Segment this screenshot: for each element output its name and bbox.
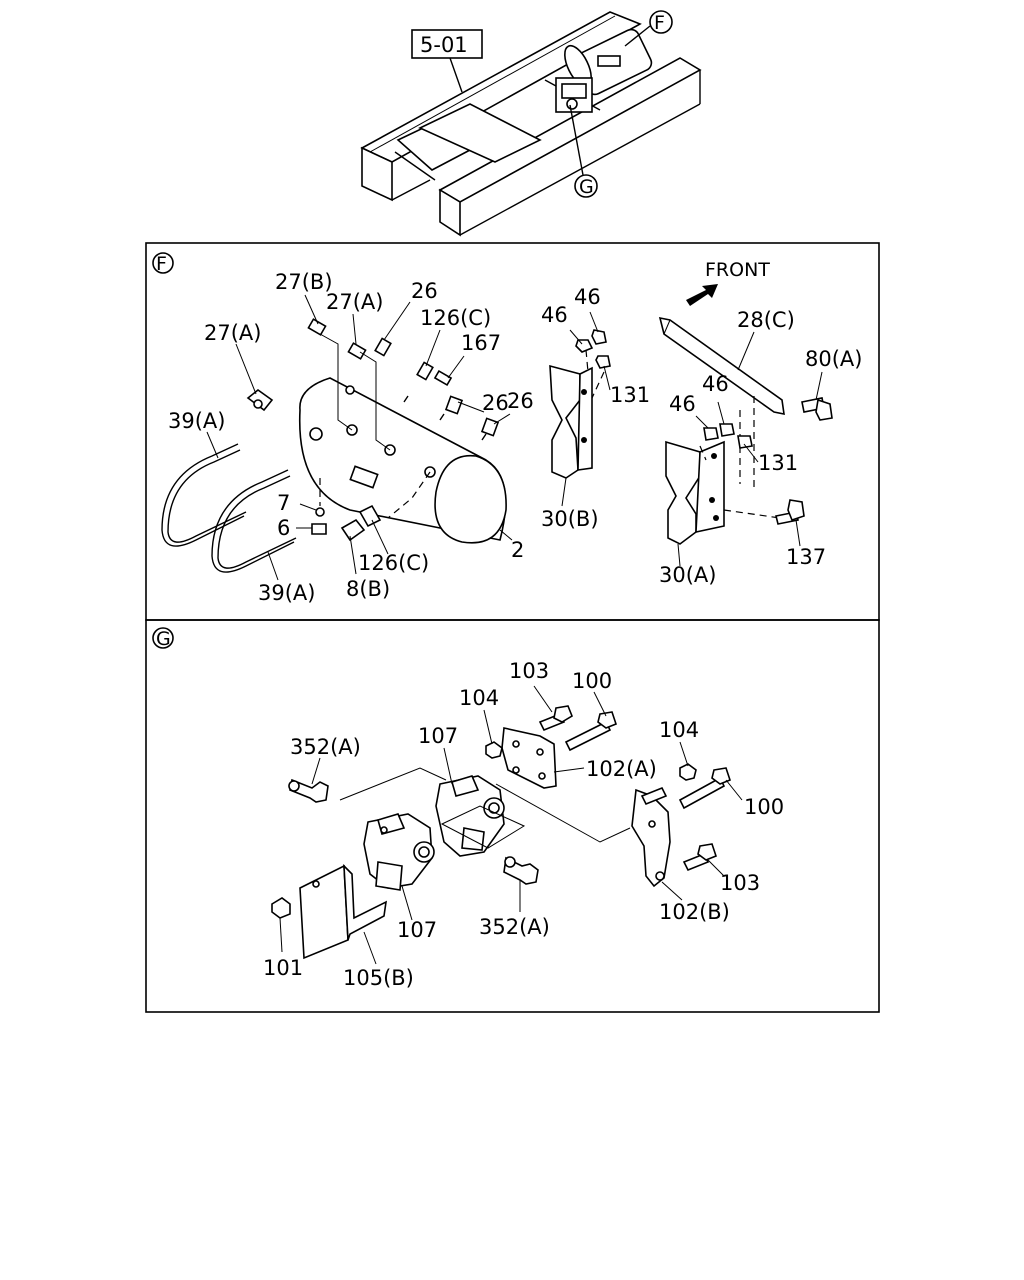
callout-g-label: G — [579, 176, 594, 198]
tank-fittings — [246, 318, 500, 542]
fasteners-g — [271, 705, 731, 919]
label-352a-bottom: 352(A) — [479, 915, 550, 939]
label-8b: 8(B) — [346, 577, 390, 601]
label-102a: 102(A) — [586, 757, 657, 781]
label-30b: 30(B) — [541, 507, 599, 531]
crossmembers — [394, 79, 601, 181]
label-26-mid: 26 — [482, 391, 509, 415]
front-label: FRONT — [705, 259, 770, 281]
plate-102a — [501, 727, 557, 789]
leader-lines-f — [206, 294, 823, 581]
fitting-352a-upper — [288, 778, 329, 803]
label-101: 101 — [263, 956, 303, 980]
panel-f: F — [145, 242, 880, 621]
label-27b: 27(B) — [275, 270, 333, 294]
air-tank — [298, 377, 507, 544]
panel-g-tag: G — [156, 628, 171, 650]
label-126c-bottom: 126(C) — [358, 551, 429, 575]
label-6: 6 — [277, 516, 290, 540]
label-30a: 30(A) — [659, 563, 716, 587]
label-100-top: 100 — [572, 669, 612, 693]
frame-rail-right — [438, 57, 702, 237]
label-137: 137 — [786, 545, 826, 569]
label-352a-top: 352(A) — [290, 735, 361, 759]
label-7: 7 — [277, 491, 290, 515]
panel-f-tag: F — [156, 253, 167, 275]
label-104-top: 104 — [459, 686, 499, 710]
label-27a-top: 27(A) — [326, 290, 383, 314]
label-26-top: 26 — [411, 279, 438, 303]
label-46-c: 46 — [669, 392, 696, 416]
label-39a-bottom: 39(A) — [258, 581, 315, 605]
label-104-right: 104 — [659, 718, 699, 742]
bracket-28c — [658, 316, 785, 492]
u-bolt-straps — [161, 443, 297, 573]
bracket-102b — [631, 788, 671, 888]
link-bracket — [495, 783, 631, 843]
valve-overview — [555, 77, 593, 113]
tank-hoses — [319, 333, 431, 519]
label-102b: 102(B) — [659, 900, 730, 924]
panel-g: G — [145, 619, 880, 1013]
label-126c-top: 126(C) — [420, 306, 491, 330]
ref-box — [411, 29, 483, 59]
label-131-bottom: 131 — [758, 451, 798, 475]
fitting-352a-lower — [503, 856, 539, 885]
label-27a-left: 27(A) — [204, 321, 261, 345]
label-39a-top: 39(A) — [168, 409, 225, 433]
label-103-right: 103 — [720, 871, 760, 895]
callout-g-circle — [574, 174, 598, 198]
label-46-a: 46 — [541, 303, 568, 327]
label-2: 2 — [511, 538, 524, 562]
callout-f-label: F — [654, 12, 665, 34]
link-valves — [339, 767, 447, 801]
bracket-30b — [549, 329, 611, 479]
valve-107-upper — [435, 775, 526, 857]
label-26-right: 26 — [507, 389, 534, 413]
chassis-overview: 5-01 F G — [360, 10, 702, 237]
bracket-30a — [665, 440, 781, 545]
label-46-d: 46 — [702, 372, 729, 396]
label-103-top: 103 — [509, 659, 549, 683]
label-167: 167 — [461, 331, 501, 355]
fasteners-f-right — [703, 397, 833, 525]
callout-f-circle — [649, 10, 673, 34]
valve-107-lower — [363, 813, 435, 891]
label-105b: 105(B) — [343, 966, 414, 990]
label-107-top: 107 — [418, 724, 458, 748]
tank-overview — [564, 28, 653, 96]
panel-g-frame — [145, 619, 880, 1013]
label-28c: 28(C) — [737, 308, 795, 332]
front-arrow-icon — [686, 284, 718, 306]
leader-lines-g — [279, 685, 743, 965]
panel-f-frame — [145, 242, 880, 621]
label-80a: 80(A) — [805, 347, 862, 371]
label-131-top: 131 — [610, 383, 650, 407]
label-46-b: 46 — [574, 285, 601, 309]
ref-box-label: 5-01 — [420, 33, 468, 57]
label-107-bottom: 107 — [397, 918, 437, 942]
label-100-right: 100 — [744, 795, 784, 819]
panel-f-tag-circle — [152, 252, 174, 274]
panel-g-tag-circle — [152, 627, 174, 649]
bracket-105b — [299, 863, 388, 960]
